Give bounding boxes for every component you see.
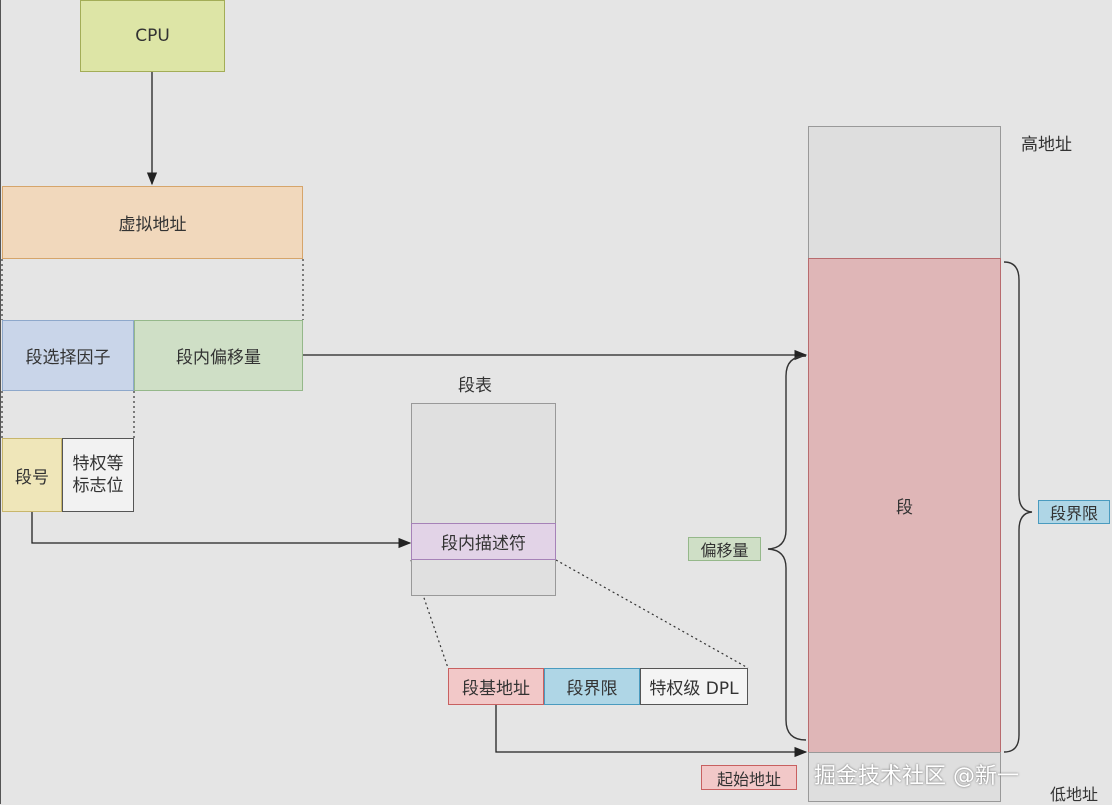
- watermark: 掘金技术社区 @新一: [814, 764, 1019, 789]
- segment-selector-box: 段选择因子: [2, 320, 134, 391]
- descriptor-dpl-field: 特权级 DPL: [640, 668, 748, 705]
- descriptor-limit-field: 段界限: [544, 668, 640, 705]
- segment-descriptor-row: 段内描述符: [411, 523, 556, 560]
- low-address-label: 低地址: [1050, 785, 1099, 804]
- memory-segment: 段: [808, 258, 1001, 753]
- start-address-label: 起始地址: [701, 765, 797, 790]
- memory-high-region: [808, 126, 1001, 259]
- offset-in-segment-box: 段内偏移量: [134, 320, 303, 391]
- segment-limit-label: 段界限: [1038, 500, 1110, 524]
- high-address-label: 高地址: [1021, 135, 1072, 155]
- offset-label: 偏移量: [688, 537, 761, 561]
- privilege-flags-box: 特权等 标志位: [62, 438, 134, 512]
- offset-brace: [767, 355, 807, 741]
- descriptor-base-field: 段基地址: [448, 668, 544, 705]
- virtual-address-box: 虚拟地址: [2, 186, 303, 259]
- segment-number-box: 段号: [2, 438, 62, 512]
- privilege-flags-line1: 特权等: [72, 454, 124, 474]
- cpu-box: CPU: [80, 0, 225, 72]
- privilege-flags-line2: 标志位: [72, 476, 124, 496]
- segment-table: [411, 403, 556, 596]
- limit-brace: [1003, 261, 1033, 753]
- memory-low-region: [808, 752, 1001, 802]
- segment-table-title: 段表: [458, 376, 492, 396]
